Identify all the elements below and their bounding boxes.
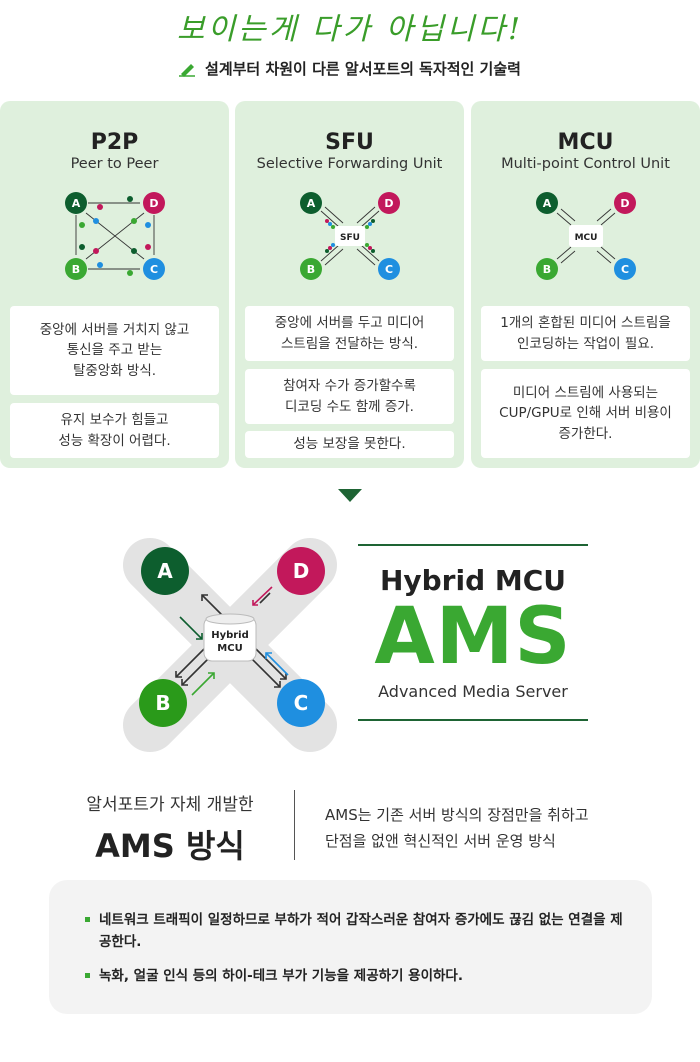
- column-name: P2P: [90, 130, 139, 155]
- brand-full-name: Advanced Media Server: [378, 682, 568, 701]
- mcu-center-label: MCU: [575, 233, 598, 243]
- node-b-label: B: [543, 263, 551, 276]
- sfu-card-1: 중앙에 서버를 두고 미디어 스트림을 전달하는 방식.: [245, 306, 454, 361]
- column-full-name: Multi-point Control Unit: [501, 156, 670, 172]
- ams-heading-line1: 알서포트가 자체 개발한: [86, 795, 254, 815]
- sfu-center-label: SFU: [340, 233, 360, 243]
- mcu-card-2: 미디어 스트림에 사용되는 CUP/GPU로 인해 서버 비용이 증가한다.: [481, 369, 690, 458]
- hybrid-label-2: MCU: [217, 643, 242, 654]
- subtitle: 설계부터 차원이 다른 알서포트의 독자적인 기술력: [0, 58, 700, 79]
- list-item: 녹화, 얼굴 인식 등의 하이-테크 부가 기능을 제공하기 용이하다.: [85, 966, 630, 988]
- list-item-text: 네트워크 트래픽이 일정하므로 부하가 적어 갑작스러운 참여자 증가에도 끊김…: [99, 912, 623, 950]
- hybrid-label-1: Hybrid: [211, 630, 249, 641]
- brand-logo: AMS: [374, 592, 572, 682]
- column-mcu: MCU Multi-point Control Unit MCU A D B C…: [471, 101, 700, 468]
- brand-title: Hybrid MCU: [379, 564, 567, 597]
- column-name: SFU: [325, 130, 374, 155]
- ams-heading: 알서포트가 자체 개발한 AMS 방식: [60, 790, 280, 867]
- node-c-label: C: [621, 263, 629, 276]
- node-b-label: B: [155, 691, 170, 715]
- subtitle-text: 설계부터 차원이 다른 알서포트의 독자적인 기술력: [205, 60, 521, 78]
- node-c-label: C: [294, 691, 309, 715]
- p2p-card-2: 유지 보수가 힘들고 성능 확장이 어렵다.: [10, 403, 219, 458]
- node-a-label: A: [72, 197, 81, 210]
- node-c-label: C: [150, 263, 158, 276]
- ams-brand: Hybrid MCU AMS Advanced Media Server: [358, 544, 588, 721]
- column-full-name: Selective Forwarding Unit: [256, 156, 443, 172]
- node-d-label: D: [293, 559, 310, 583]
- pen-icon: [179, 63, 196, 77]
- node-d-label: D: [384, 197, 393, 210]
- column-full-name: Peer to Peer: [70, 156, 159, 172]
- hybrid-mcu-diagram: Hybrid MCU A D B C: [123, 538, 337, 752]
- hand-title: 보이는게 다가 아닙니다!: [176, 12, 524, 47]
- list-item: 네트워크 트래픽이 일정하므로 부하가 적어 갑작스러운 참여자 증가에도 끊김…: [85, 910, 630, 953]
- ams-description: AMS는 기존 서버 방식의 장점만을 취하고 단점을 없앤 혁신적인 서버 운…: [325, 806, 589, 851]
- sfu-diagram: SFU A D B C: [300, 192, 400, 280]
- column-sfu: SFU Selective Forwarding Unit SFU A D B …: [235, 101, 464, 468]
- node-d-label: D: [149, 197, 158, 210]
- p2p-card-1: 중앙에 서버를 거치지 않고 통신을 주고 받는 탈중앙화 방식.: [10, 306, 219, 395]
- ams-heading-line2: AMS 방식: [95, 827, 245, 865]
- feature-list: 네트워크 트래픽이 일정하므로 부하가 적어 갑작스러운 참여자 증가에도 끊김…: [49, 880, 652, 1014]
- node-d-label: D: [620, 197, 629, 210]
- divider: [294, 790, 295, 860]
- column-p2p: P2P Peer to Peer A D B C 중앙에 서버를 거치지 않고 …: [0, 101, 229, 468]
- sfu-card-3: 성능 보장을 못한다.: [245, 431, 454, 458]
- column-name: MCU: [557, 130, 614, 155]
- down-arrow-icon: [338, 489, 362, 502]
- node-c-label: C: [385, 263, 393, 276]
- p2p-diagram: A D B C: [65, 192, 165, 280]
- bullet-icon: [85, 917, 90, 922]
- sfu-card-2: 참여자 수가 증가할수록 디코딩 수도 함께 증가.: [245, 369, 454, 424]
- node-a-label: A: [543, 197, 552, 210]
- list-item-text: 녹화, 얼굴 인식 등의 하이-테크 부가 기능을 제공하기 용이하다.: [99, 968, 463, 984]
- node-a-label: A: [307, 197, 316, 210]
- node-b-label: B: [307, 263, 315, 276]
- mcu-diagram: MCU A D B C: [536, 192, 636, 280]
- node-a-label: A: [157, 559, 173, 583]
- node-b-label: B: [72, 263, 80, 276]
- bullet-icon: [85, 973, 90, 978]
- mcu-card-1: 1개의 혼합된 미디어 스트림을 인코딩하는 작업이 필요.: [481, 306, 690, 361]
